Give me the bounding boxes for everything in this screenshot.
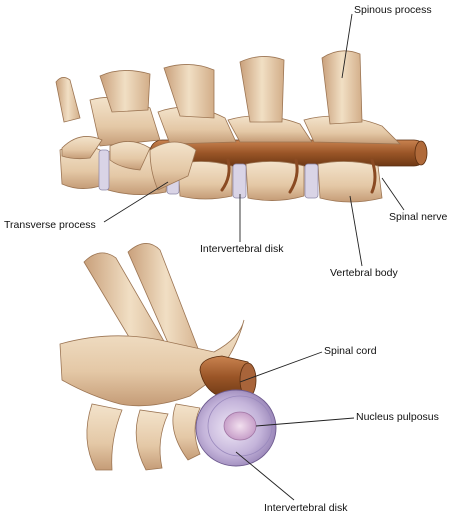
label-spinal-nerve: Spinal nerve bbox=[389, 211, 448, 223]
label-transverse-process: Transverse process bbox=[4, 219, 96, 231]
label-vertebral-body: Vertebral body bbox=[330, 267, 398, 279]
label-intervertebral-disk-bottom: Intervertebral disk bbox=[264, 502, 348, 514]
leader-nucleus bbox=[255, 417, 355, 427]
spinal-nerves bbox=[220, 158, 377, 194]
label-intervertebral-disk-top: Intervertebral disk bbox=[200, 243, 284, 255]
spinal-cord-segment bbox=[199, 355, 257, 399]
leader-lines bbox=[103, 13, 405, 501]
transverse-processes bbox=[61, 136, 197, 191]
leader-disk-bottom bbox=[235, 451, 295, 501]
leader-spinal-nerve bbox=[381, 177, 405, 211]
label-spinous-process: Spinous process bbox=[354, 4, 432, 16]
intervertebral-disk-oblique bbox=[195, 389, 277, 467]
oblique-view bbox=[59, 243, 277, 471]
spinous-processes bbox=[55, 50, 363, 125]
label-nucleus-pulposus: Nucleus pulposus bbox=[356, 411, 439, 423]
leader-vertebral-body bbox=[349, 195, 363, 267]
lateral-view bbox=[55, 50, 428, 203]
label-spinal-cord: Spinal cord bbox=[324, 345, 377, 357]
leader-transverse bbox=[103, 181, 169, 223]
leader-spinous bbox=[341, 13, 353, 79]
nucleus-pulposus-shape bbox=[223, 411, 257, 441]
vertebral-arches bbox=[89, 96, 401, 147]
leader-spinal-cord bbox=[239, 351, 323, 383]
